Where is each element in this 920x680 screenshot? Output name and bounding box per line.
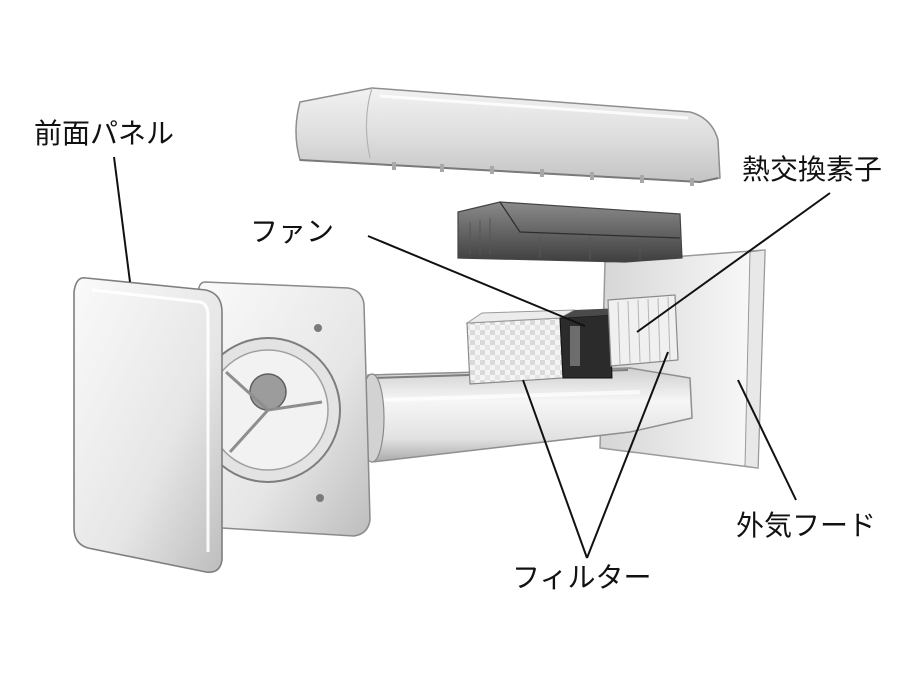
- leader-lines: [113, 156, 831, 559]
- inner-housing-part: [457, 201, 683, 263]
- label-outdoor-hood: 外気フード: [736, 509, 877, 542]
- heat-exchanger-block: [607, 294, 679, 367]
- front-panel-part: [73, 276, 223, 574]
- label-heat-exchanger: 熱交換素子: [742, 153, 883, 186]
- fan-block: [559, 308, 622, 379]
- fan-frame-part: [195, 281, 371, 537]
- label-front-panel: 前面パネル: [34, 117, 175, 150]
- label-fan: ファン: [250, 215, 335, 248]
- label-filter: フィルター: [512, 561, 652, 594]
- filter-block-left: [465, 309, 576, 385]
- top-cover-part: [295, 87, 721, 186]
